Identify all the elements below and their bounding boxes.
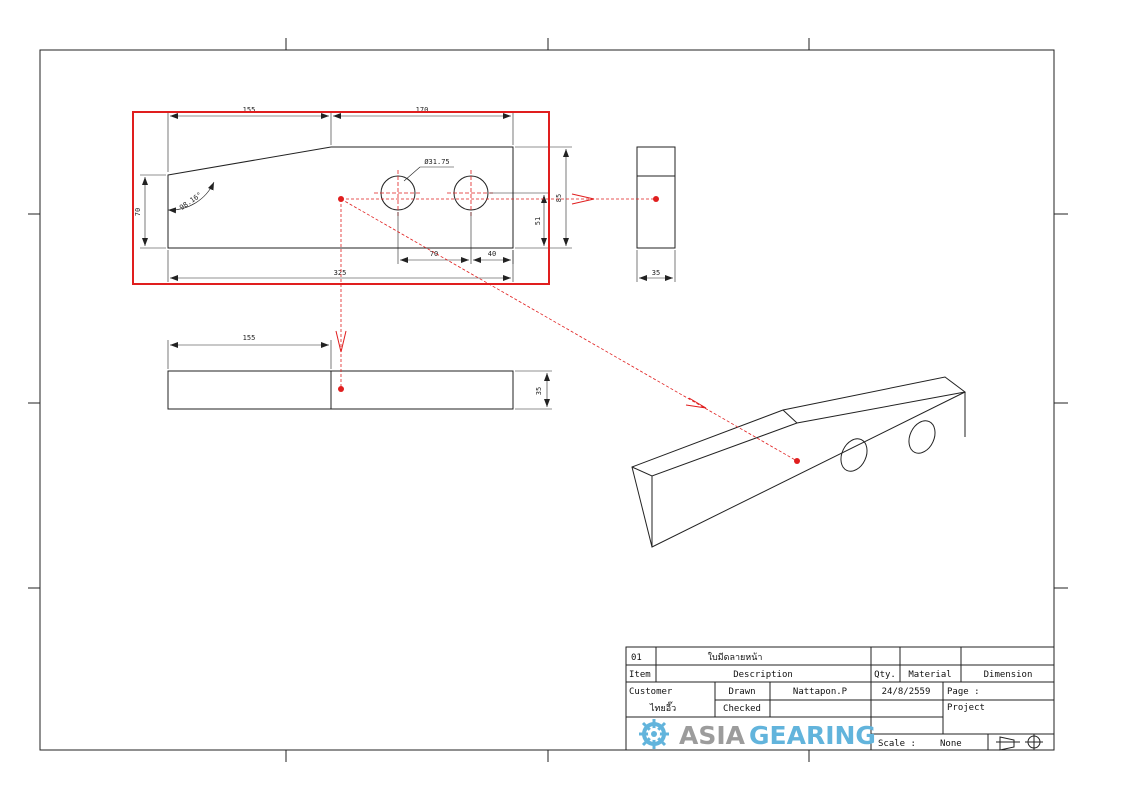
- bottom-view[interactable]: 155 35: [167, 334, 552, 410]
- projection-symbol-icon: [996, 734, 1043, 751]
- col-description: Description: [733, 670, 793, 680]
- bottom-view-dimensions: [167, 340, 552, 410]
- sheet-border: [28, 38, 1068, 762]
- customer-label: Customer: [629, 687, 673, 697]
- col-item: Item: [629, 670, 651, 680]
- drawn-label: Drawn: [728, 687, 755, 697]
- front-view-dimensions: [140, 112, 572, 282]
- dim-top-right-width: 170: [416, 106, 429, 114]
- logo-word-asia: ASIA: [679, 721, 746, 750]
- front-view[interactable]: 155 170 Ø31.75 98.16° 70 51 85 70 40 325: [134, 106, 572, 282]
- side-view-dimensions: [636, 250, 676, 282]
- projection-arrows: [335, 193, 707, 409]
- projection-points[interactable]: [338, 196, 800, 464]
- drawn-date: 24/8/2559: [882, 687, 931, 697]
- col-qty: Qty.: [874, 670, 896, 680]
- side-view[interactable]: 35: [636, 146, 676, 282]
- customer-value: ไทยอี๊ว: [649, 701, 676, 714]
- checked-label: Checked: [723, 704, 761, 714]
- logo-word-gearing: GEARING: [749, 721, 876, 750]
- dim-hole-diameter: Ø31.75: [424, 158, 449, 166]
- title-block-text: 01 ใบมีดลายหน้า Item Description Qty. Ma…: [629, 652, 1032, 749]
- col-material: Material: [908, 670, 951, 680]
- gear-icon: [639, 719, 669, 749]
- project-label: Project: [947, 703, 985, 713]
- item-number: 01: [631, 653, 642, 663]
- isometric-view[interactable]: [631, 376, 966, 548]
- dim-hole-edge-offset: 40: [488, 250, 496, 258]
- scale-value: None: [940, 739, 962, 749]
- iso-hole-left: [840, 438, 868, 472]
- scale-label: Scale :: [878, 739, 916, 749]
- title-block: [625, 646, 1055, 751]
- dim-hole-spacing: 70: [430, 250, 438, 258]
- dim-bottom-width: 155: [243, 334, 256, 342]
- part-name: ใบมีดลายหน้า: [708, 652, 763, 663]
- dim-side-thickness: 35: [652, 269, 660, 277]
- dim-right-height: 85: [555, 194, 563, 202]
- iso-hole-right: [908, 420, 936, 454]
- hole-centerlines: [374, 170, 495, 216]
- dim-angle: 98.16°: [178, 191, 203, 212]
- page-label: Page :: [947, 687, 980, 697]
- dim-left-height: 70: [134, 208, 142, 216]
- dim-overall-length: 325: [334, 269, 347, 277]
- dim-top-left-width: 155: [243, 106, 256, 114]
- company-logo: ASIA GEARING: [639, 719, 876, 750]
- dim-bottom-thickness: 35: [535, 387, 543, 395]
- projection-lines: [340, 198, 798, 462]
- col-dimension: Dimension: [984, 670, 1033, 680]
- dim-hole-center-height: 51: [534, 217, 542, 225]
- drawn-by: Nattapon.P: [793, 687, 848, 697]
